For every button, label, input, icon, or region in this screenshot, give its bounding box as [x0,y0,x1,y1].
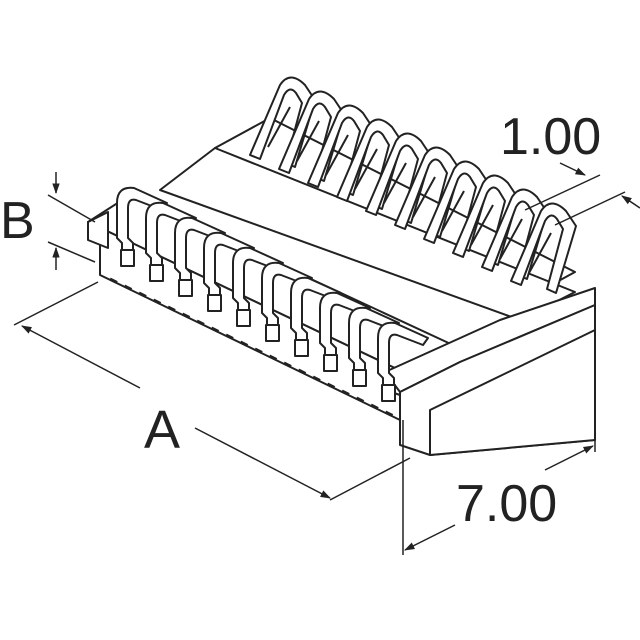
dimension-a-label: A [144,400,180,460]
bottom-tick [355,396,365,403]
bottom-tick [254,347,263,354]
bottom-tick [138,291,147,298]
bottom-tick [109,277,118,284]
dimension-b-label: B [0,192,35,250]
front-contact [377,321,429,394]
rear-contact-row [249,76,577,294]
bottom-tick [370,403,379,410]
rear-contact-slot [325,134,349,176]
bottom-tick [167,305,176,312]
rear-contact-slot [499,218,523,260]
rear-contact-slot [412,176,436,218]
a-arrow-left [21,325,141,389]
dimension-b [47,172,96,270]
rear-contact-slot [296,120,320,162]
rear-contact-slot [470,204,494,246]
top-deck [159,147,576,321]
rear-contact-slot [354,148,378,190]
front-contact-foot [265,324,280,342]
dimension-depth [402,310,596,555]
left-end-block [87,211,109,249]
bottom-tick [384,410,394,417]
bottom-tick [210,326,220,333]
bottom-tick [297,368,307,375]
front-contact-foot [294,339,309,357]
rear-contact-slot [528,232,552,274]
front-contact-foot [323,354,338,372]
front-contact-foot [236,309,251,327]
bottom-tick [239,340,249,347]
dimension-a [13,281,411,501]
depth-arrow-right [544,445,594,471]
bottom-tick [268,354,278,361]
dimension-depth-label: 7.00 [456,475,557,533]
bottom-tick [312,375,321,382]
bottom-tick [341,389,350,396]
rear-contact-slot [267,106,291,148]
rear-contact [510,202,577,294]
bottom-tick [196,319,205,326]
front-contact-row [116,186,429,402]
depth-arrow-left [404,524,456,551]
front-contact-foot [352,369,367,387]
rear-contact-slot [441,190,465,232]
front-contact-foot [381,384,396,402]
bottom-tick [326,382,336,389]
a-arrow-right [194,427,331,499]
rear-contact-slot [383,162,407,204]
front-contact-foot [149,264,164,282]
bottom-edge-ticks [109,277,394,417]
bottom-tick [283,361,292,368]
pitch-arrow-right [621,195,640,209]
front-contact-foot [178,279,193,297]
dimension-pitch-label: 1.00 [500,108,601,166]
dimension-pitch [524,162,640,226]
front-contact-foot [120,249,135,267]
front-contact-foot [207,294,222,312]
bottom-tick [225,333,234,340]
bottom-tick [152,298,162,305]
bottom-tick [123,284,133,291]
pitch-arrow-left [559,162,586,176]
bottom-tick [181,312,191,319]
